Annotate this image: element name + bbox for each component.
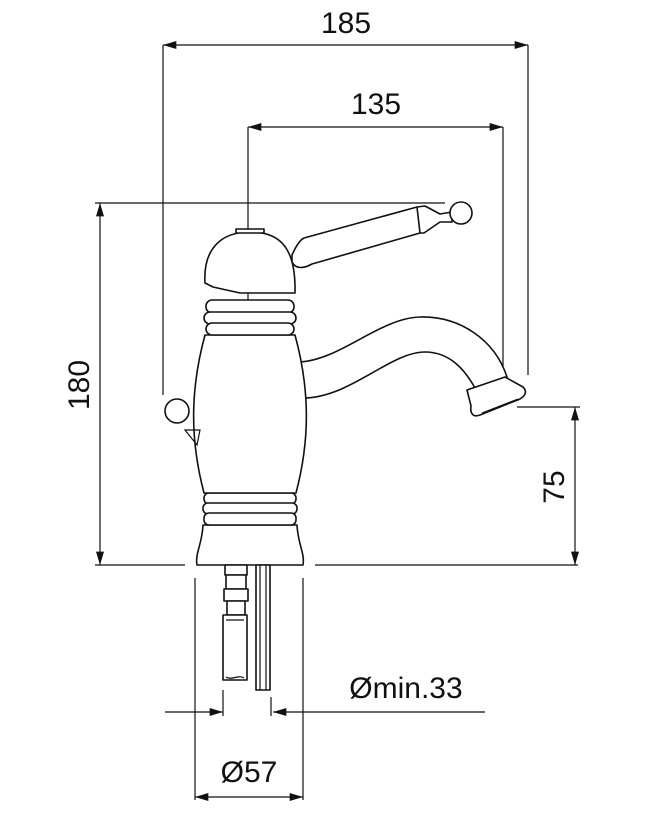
lever-handle <box>291 206 422 269</box>
faucet-drawing <box>164 201 527 691</box>
dimension-label-185: 185 <box>321 7 371 40</box>
aerator <box>466 376 527 417</box>
dimension-overall-height: 180 <box>63 202 578 566</box>
dimension-label-75: 75 <box>538 470 571 503</box>
dimension-spout-reach: 135 <box>247 88 504 530</box>
faucet-base <box>195 524 305 566</box>
faucet-body <box>192 334 308 494</box>
dimension-spout-height: 75 <box>517 406 580 566</box>
dimension-label-135: 135 <box>351 88 401 121</box>
dimension-label-min-33: Ømin.33 <box>349 672 462 705</box>
dimension-hole-diameter: Ømin.33 <box>165 672 485 716</box>
side-knob <box>164 398 190 424</box>
threaded-rod <box>255 564 271 691</box>
dimension-base-diameter: Ø57 <box>194 578 304 801</box>
dimension-label-57: Ø57 <box>221 756 278 789</box>
dimension-overall-width: 185 <box>162 7 529 395</box>
cartridge-cover <box>204 231 296 294</box>
spout <box>299 316 508 399</box>
supply-hose <box>222 564 249 681</box>
dimension-label-180: 180 <box>63 360 96 410</box>
